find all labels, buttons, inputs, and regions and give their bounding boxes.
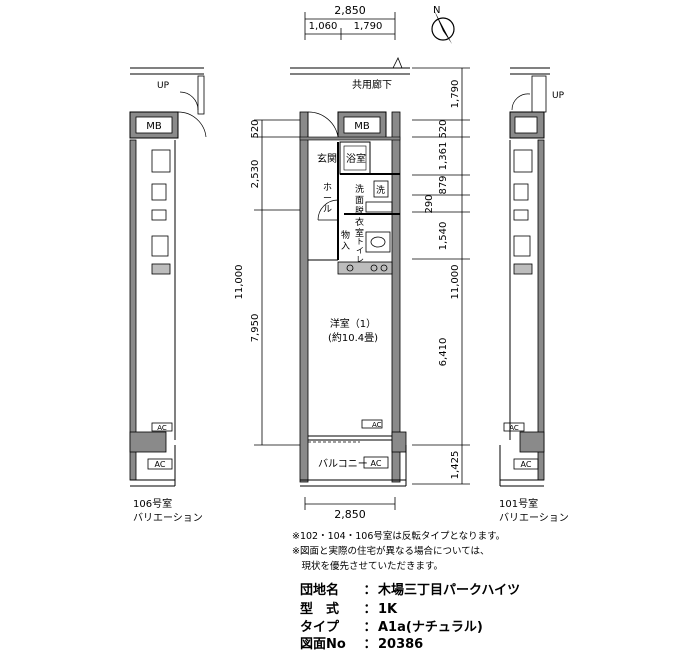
- dim-right-1790: 1,790: [450, 80, 461, 109]
- dim-bottom-width: 2,850: [334, 508, 366, 521]
- info-name-row: 団地名 ：木場三丁目パークハイツ: [300, 579, 520, 598]
- label-hall-3: ル: [323, 205, 332, 215]
- label-hall-2: ー: [323, 194, 332, 204]
- left-dimension-lines: [254, 119, 300, 446]
- dim-top-total: 2,850: [334, 4, 366, 17]
- label-toilet-1: ト: [356, 237, 364, 246]
- dim-right-290: 290: [424, 194, 435, 213]
- label-washer: 洗: [376, 184, 385, 196]
- label-balcony: バルコニー: [318, 458, 368, 470]
- label-wash-3: 脱: [355, 205, 364, 217]
- label-bath: 浴室: [346, 152, 366, 165]
- info-colon: ：: [363, 620, 377, 635]
- label-ac-right-bottom: AC: [521, 460, 532, 469]
- label-storage-1: 物: [341, 229, 350, 241]
- label-wash-4: 衣: [355, 216, 364, 228]
- label-ac-top: AC: [372, 421, 382, 429]
- right-variation-walls: [499, 67, 550, 487]
- north-arrow-icon: [431, 10, 455, 44]
- dim-right-520: 520: [438, 119, 449, 138]
- info-colon: ：: [363, 637, 377, 652]
- dim-right-879: 879: [438, 175, 449, 194]
- label-mb-center: MB: [354, 121, 370, 132]
- dim-top-left: 1,060: [309, 21, 338, 32]
- label-ac-left-top: AC: [157, 424, 167, 432]
- info-name-value: 木場三丁目パークハイツ: [378, 583, 521, 598]
- info-style-row: タイプ ：A1a(ナチュラル): [300, 616, 483, 635]
- label-storage-2: 入: [341, 241, 350, 252]
- left-variation-walls: [129, 67, 207, 487]
- dim-left-2530: 2,530: [250, 160, 261, 189]
- caption-right-variation: バリエーション: [499, 512, 569, 524]
- caption-right-unit: 101号室: [499, 497, 538, 510]
- dim-left-520: 520: [250, 119, 261, 138]
- label-ac-left-bottom: AC: [155, 460, 166, 469]
- label-ac-bottom: AC: [371, 459, 382, 468]
- info-drawing-value: 20386: [378, 637, 424, 652]
- label-wash-1: 洗: [355, 183, 364, 195]
- dim-left-11000: 11,000: [234, 265, 245, 300]
- info-style-value: A1a(ナチュラル): [378, 620, 483, 635]
- info-drawing-key: 図面No: [300, 637, 346, 652]
- label-mb-left: MB: [146, 121, 162, 132]
- label-entrance: 玄関: [317, 152, 337, 165]
- label-corridor: 共用廊下: [352, 78, 392, 91]
- dim-right-1361: 1,361: [438, 142, 449, 171]
- info-style-key: タイプ: [300, 620, 340, 635]
- caption-left-variation: バリエーション: [133, 512, 203, 524]
- label-toilet-2: イ: [356, 246, 364, 255]
- info-type-value: 1K: [378, 602, 398, 617]
- center-unit-walls: [290, 57, 410, 487]
- label-up-right: UP: [552, 91, 565, 101]
- label-up-left: UP: [157, 81, 170, 91]
- label-room-size: (約10.4畳): [328, 331, 378, 344]
- dim-right-1425: 1,425: [450, 451, 461, 480]
- info-type-key: 型 式: [300, 602, 340, 617]
- top-dimension-lines: [304, 12, 396, 510]
- dim-left-7950: 7,950: [250, 314, 261, 343]
- compass-letter: N: [433, 5, 440, 16]
- label-ac-right-top: AC: [509, 424, 519, 432]
- label-room-name: 洋室（1）: [330, 317, 376, 330]
- dim-top-right: 1,790: [354, 21, 383, 32]
- note-line-3: 現状を優先させていただきます。: [292, 561, 444, 572]
- info-colon: ：: [363, 602, 377, 617]
- right-dimension-lines: [412, 67, 470, 485]
- caption-left-unit: 106号室: [133, 497, 172, 510]
- info-drawing-row: 図面No ：20386: [300, 633, 423, 652]
- dim-right-1540: 1,540: [438, 222, 449, 251]
- dim-right-6410: 6,410: [438, 338, 449, 367]
- label-wash-2: 面: [355, 195, 364, 206]
- note-line-2: ※図面と実際の住宅が異なる場合については、: [292, 546, 490, 557]
- dim-right-11000: 11,000: [450, 265, 461, 300]
- label-hall-1: ホ: [323, 182, 332, 193]
- note-line-1: ※102・104・106号室は反転タイプとなります。: [292, 531, 506, 542]
- info-type-row: 型 式 ：1K: [300, 598, 397, 617]
- label-toilet-3: レ: [356, 255, 364, 264]
- info-colon: ：: [363, 583, 377, 598]
- info-name-key: 団地名: [300, 583, 340, 598]
- label-wash-5: 室: [355, 227, 364, 239]
